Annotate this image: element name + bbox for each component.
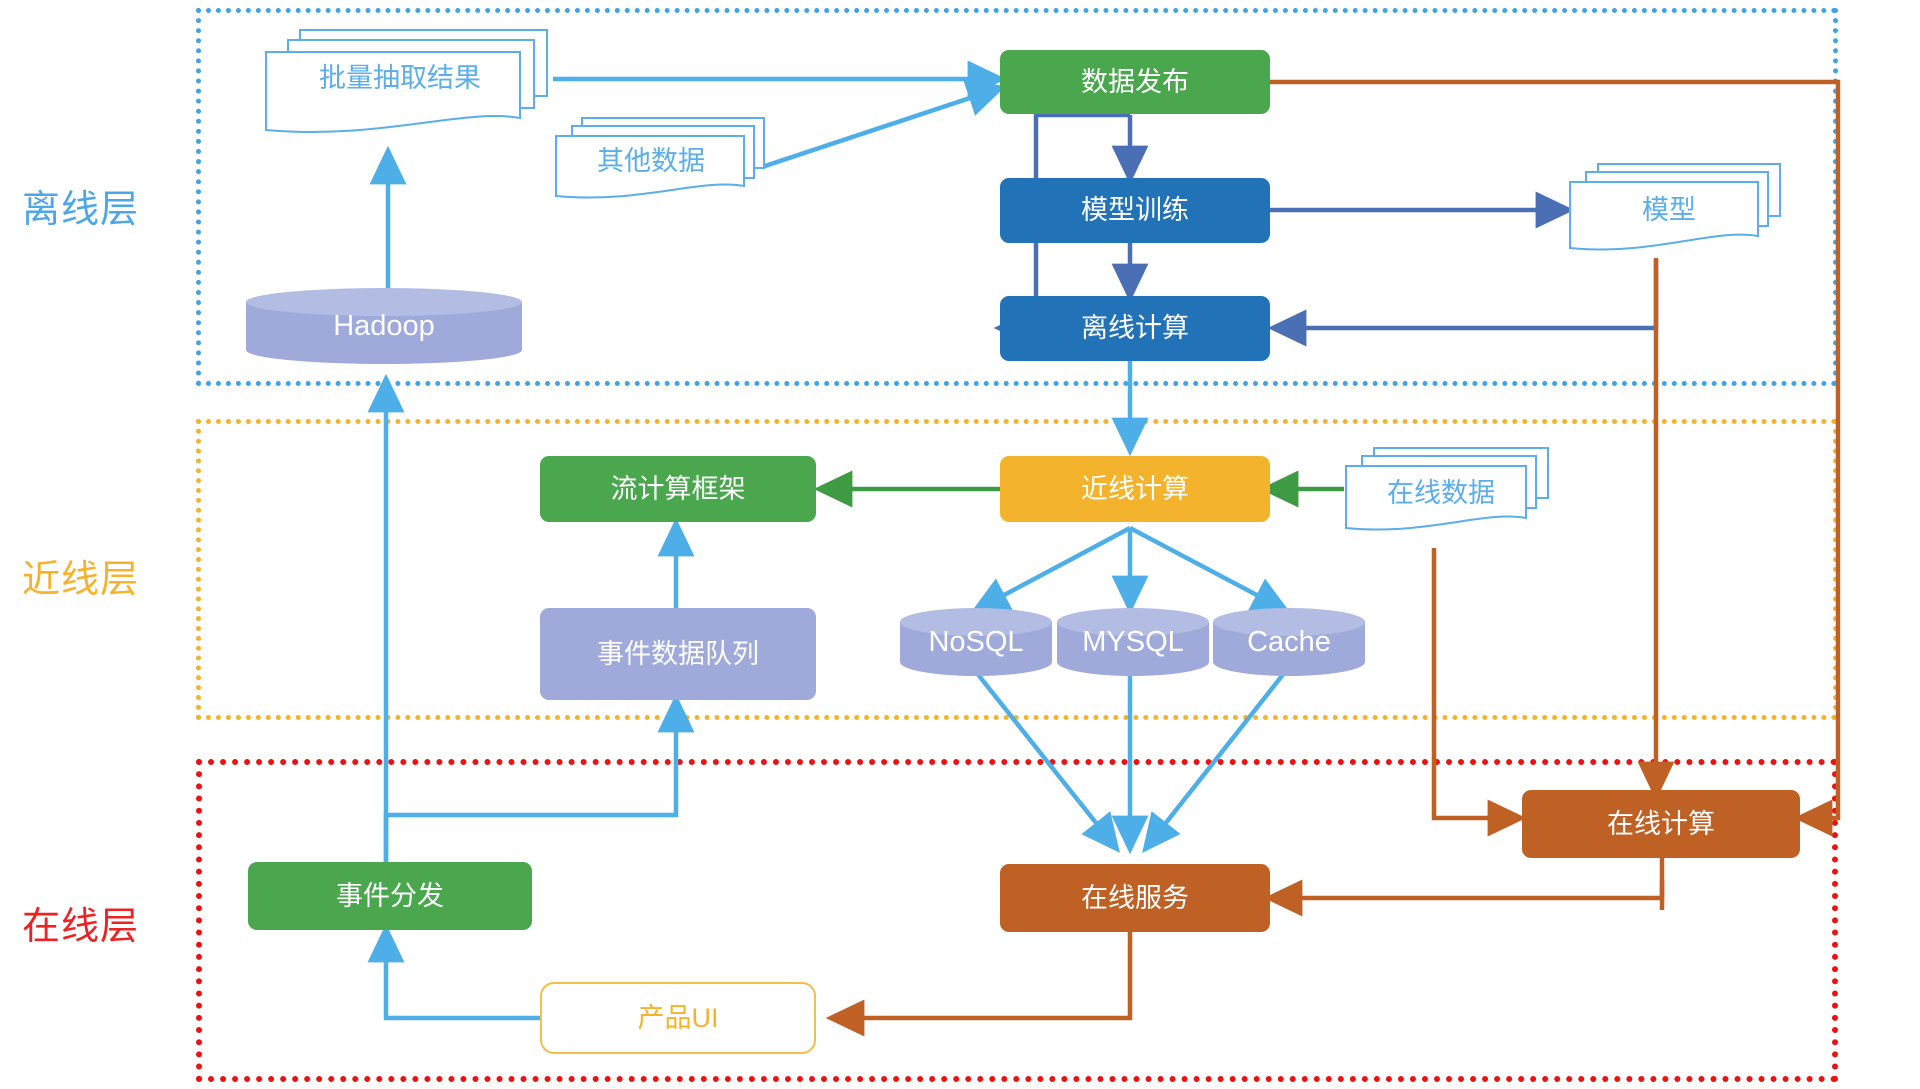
node-product-ui[interactable]: 产品UI [540,982,816,1054]
node-stream-framework[interactable]: 流计算框架 [540,456,816,522]
cylinder-cache[interactable]: Cache [1213,608,1365,676]
edge-nearline-compute-to-nosql [970,526,1132,613]
doc-label: 在线数据 [1387,477,1495,508]
doc-label: 模型 [1642,195,1696,225]
cylinder-top [1057,608,1209,636]
edge-nosql-to-online-service [974,670,1120,853]
layer-label-nearline: 近线层 [22,559,140,601]
node-nearline-compute[interactable]: 近线计算 [1000,456,1270,522]
doc-batch-extract-result[interactable]: 批量抽取结果 [262,22,552,142]
edge-event-dispatch-to-event-queue [383,693,695,878]
edge-online-data-to-online-compute [1431,548,1527,837]
cylinder-mysql[interactable]: MYSQL [1057,608,1209,676]
node-offline-compute[interactable]: 离线计算 [1000,296,1270,361]
edge-online-service-to-product-ui [825,910,1133,1037]
cylinder-top [900,608,1052,636]
layer-label-offline: 离线层 [22,189,140,231]
edge-online-compute-to-online-service [1263,879,1665,917]
node-online-service[interactable]: 在线服务 [1000,864,1270,932]
node-event-dispatch[interactable]: 事件分发 [248,862,532,930]
cylinder-label: NoSQL [928,625,1024,658]
cylinder-nosql[interactable]: NoSQL [900,608,1052,676]
layer-label-online: 在线层 [22,906,140,948]
edge-nearline-compute-to-cache [1128,526,1291,613]
node-event-queue[interactable]: 事件数据队列 [540,608,816,700]
edge-data-publish-to-online-compute [1270,79,1841,837]
node-model-training[interactable]: 模型训练 [1000,178,1270,243]
edge-cache-to-online-service [1142,670,1287,853]
node-online-compute[interactable]: 在线计算 [1522,790,1800,858]
doc-stack-shape [1569,163,1781,251]
doc-stack-shape [1345,447,1549,531]
cylinder-label: Cache [1247,625,1331,658]
layer-boundary-offline [196,8,1838,386]
node-data-publish[interactable]: 数据发布 [1000,50,1270,114]
doc-other-data[interactable]: 其他数据 [552,112,772,212]
doc-model[interactable]: 模型 [1568,160,1788,265]
doc-stack-shape [555,117,765,199]
layer-boundary-nearline [196,419,1838,720]
edge-other-data-to-data-publish [761,80,1006,170]
edge-model-to-offline-compute [1267,260,1659,347]
doc-stack-shape [265,29,548,133]
doc-label: 其他数据 [597,145,705,176]
layer-boundary-online [196,759,1838,1082]
cylinder-label: MYSQL [1082,625,1184,658]
cylinder-top [1213,608,1365,636]
doc-label: 批量抽取结果 [319,62,481,93]
doc-online-data[interactable]: 在线数据 [1344,444,1554,544]
edge-product-ui-to-event-dispatch [367,923,540,1021]
cylinder-top [246,288,522,316]
cylinder-hadoop[interactable]: Hadoop [246,288,522,364]
cylinder-label: Hadoop [333,309,435,342]
